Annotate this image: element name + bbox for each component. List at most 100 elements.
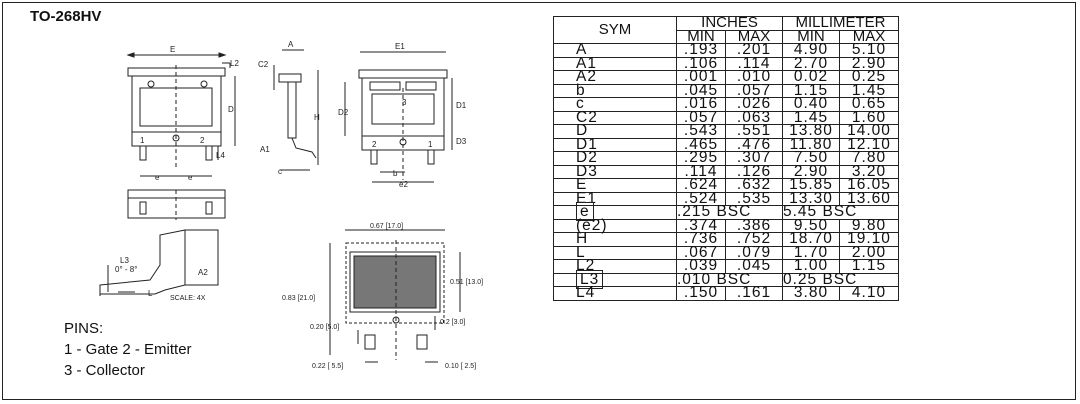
mm-max: 2.90	[839, 56, 899, 71]
row-symbol: L2	[553, 258, 677, 274]
inch-min: .067	[676, 245, 726, 260]
row-symbol: c	[553, 96, 677, 112]
mm-min: 1.45	[782, 110, 840, 125]
label-dim-067: 0.67 [17.0]	[370, 223, 403, 230]
label-pin1: 1	[140, 136, 145, 145]
row-symbol: D3	[553, 164, 677, 179]
header-in-min: MIN	[676, 29, 726, 44]
label-A: A	[288, 40, 294, 49]
row-symbol: D	[553, 123, 677, 139]
mm-max: 1.45	[839, 83, 899, 98]
row-symbol: H	[553, 231, 677, 247]
pins-heading: PINS:	[64, 320, 104, 337]
row-symbol: D2	[553, 150, 677, 166]
label-angle: 0° - 8°	[115, 265, 137, 274]
label-pin2-bottom: 2	[372, 140, 377, 149]
border-frame	[2, 2, 1076, 400]
inch-min: .045	[676, 83, 726, 98]
inch-max: .476	[725, 137, 783, 152]
inch-min: .736	[676, 231, 726, 247]
inch-min: .001	[676, 69, 726, 85]
label-dim-051: 0.51 [13.0]	[450, 279, 483, 286]
row-symbol: A2	[553, 69, 677, 85]
inch-max: .079	[725, 245, 783, 260]
mm-max: 1.15	[839, 258, 899, 274]
mm-max: 0.65	[839, 96, 899, 112]
lead-detail	[99, 229, 219, 296]
mm-max: 7.80	[839, 150, 899, 166]
label-E: E	[170, 45, 175, 54]
inch-min: .114	[676, 164, 726, 179]
row-symbol: e	[553, 202, 677, 221]
side-view	[273, 49, 319, 171]
inch-min: .150	[676, 285, 726, 301]
front-view	[126, 52, 236, 177]
bottom-view	[344, 51, 453, 183]
label-L2: L2	[230, 59, 239, 68]
inch-max: .535	[725, 191, 783, 206]
inch-max: .752	[725, 231, 783, 247]
mm-min: 9.50	[782, 218, 840, 233]
label-L4: L4	[216, 151, 225, 160]
label-pin3: 3	[402, 98, 407, 107]
label-L3: L3	[120, 256, 129, 265]
inch-bsc: .010 BSC	[676, 272, 783, 287]
mm-bsc: 0.25 BSC	[782, 272, 899, 287]
row-symbol: E1	[553, 191, 677, 206]
pins-line-1: 1 - Gate 2 - Emitter	[64, 341, 192, 358]
mm-max: 1.60	[839, 110, 899, 125]
mm-min: 13.30	[782, 191, 840, 206]
label-scale: SCALE: 4X	[170, 295, 206, 302]
label-L: L	[148, 289, 153, 298]
label-A2: A2	[198, 268, 208, 277]
mm-min: 1.70	[782, 245, 840, 260]
label-dim-022: 0.22 [ 5.5]	[312, 363, 343, 370]
mm-min: 1.15	[782, 83, 840, 98]
row-symbol: L3	[553, 269, 677, 289]
inch-max: .063	[725, 110, 783, 125]
mm-max: 13.60	[839, 191, 899, 206]
row-symbol: (e2)	[553, 218, 677, 233]
row-symbol-boxed: e	[576, 202, 594, 221]
label-D1: D1	[456, 101, 467, 110]
header-mm-min: MIN	[782, 29, 840, 44]
mm-max: 14.00	[839, 123, 899, 139]
row-symbol: L	[553, 245, 677, 260]
mm-min: 18.70	[782, 231, 840, 247]
pins-line-2: 3 - Collector	[64, 362, 145, 379]
row-symbol-boxed: L3	[576, 269, 604, 289]
label-e-right: e	[188, 173, 193, 182]
header-inches: INCHES	[676, 15, 783, 31]
label-dim-020: 0.20 [5.0]	[310, 324, 339, 331]
header-in-max: MAX	[725, 29, 783, 44]
row-symbol: A	[553, 42, 677, 58]
dimension-table: SYM INCHES MILLIMETER MIN MAX MIN MAX A.…	[553, 15, 899, 301]
inch-max: .045	[725, 258, 783, 274]
label-E1: E1	[395, 42, 405, 51]
row-symbol: b	[553, 83, 677, 98]
mm-max: 4.10	[839, 285, 899, 301]
footprint-view	[329, 229, 461, 363]
label-b: b	[393, 169, 398, 178]
label-D3: D3	[456, 137, 467, 146]
mm-max: 12.10	[839, 137, 899, 152]
mm-min: 2.70	[782, 56, 840, 71]
label-pin2: 2	[200, 136, 205, 145]
inch-min: .106	[676, 56, 726, 71]
label-D: D	[228, 105, 234, 114]
mm-max: 2.00	[839, 245, 899, 260]
mm-min: 15.85	[782, 177, 840, 193]
inch-max: .161	[725, 285, 783, 301]
row-symbol: C2	[553, 110, 677, 125]
